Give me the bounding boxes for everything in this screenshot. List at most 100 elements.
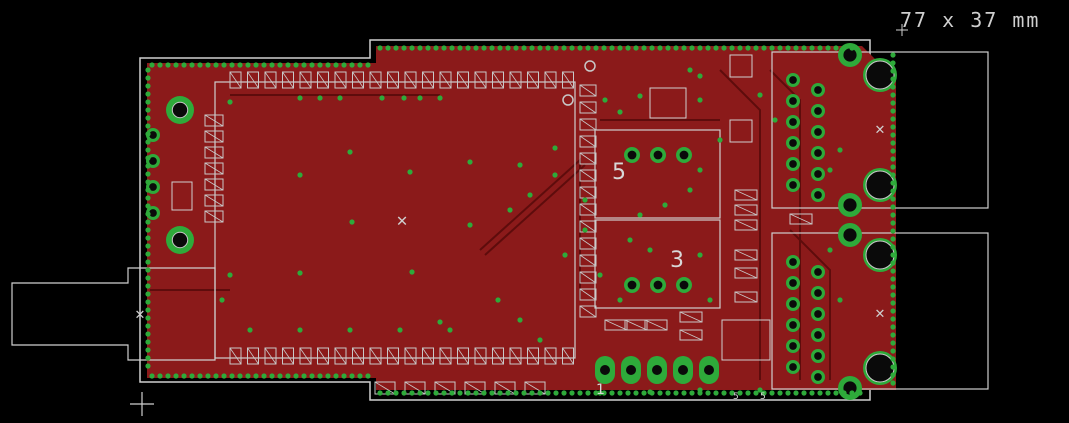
via [641, 390, 647, 396]
smd-pad [734, 219, 758, 231]
smd-pad [457, 347, 469, 365]
via [145, 179, 151, 185]
smd-pad [734, 267, 758, 279]
smd-pad [299, 347, 312, 365]
via [301, 62, 307, 68]
via [757, 92, 763, 98]
module-center-marker: ✕ [397, 210, 408, 231]
smd-pad [204, 194, 224, 207]
via [149, 62, 155, 68]
via [253, 373, 259, 379]
via [753, 390, 759, 396]
drill-hole [627, 280, 637, 290]
drill-hole [653, 280, 663, 290]
drill-hole [789, 160, 797, 168]
via [245, 373, 251, 379]
smd-pad [282, 71, 294, 89]
via [665, 45, 671, 51]
origin-cross-top [896, 24, 908, 36]
smd-pad-hatch [387, 347, 399, 365]
smd-pad [204, 162, 224, 175]
via [529, 45, 535, 51]
via [785, 390, 791, 396]
smd-pad [317, 71, 329, 89]
via [890, 356, 896, 362]
smd-pad [579, 169, 597, 182]
via [245, 62, 251, 68]
drill-hole [149, 209, 157, 217]
via [729, 45, 735, 51]
drill-hole [814, 352, 822, 360]
via [253, 62, 259, 68]
via [145, 187, 151, 193]
via [333, 62, 339, 68]
via [145, 75, 151, 81]
via [697, 45, 703, 51]
smd-pad-hatch [562, 347, 574, 365]
via [297, 327, 303, 333]
via [145, 243, 151, 249]
via [407, 169, 413, 175]
drill-hole-ring [171, 231, 189, 249]
via [349, 373, 355, 379]
via [890, 100, 896, 106]
via [601, 390, 607, 396]
via [681, 45, 687, 51]
via [409, 269, 415, 275]
via [433, 390, 439, 396]
smd-pad-hatch [374, 381, 396, 395]
smd-pad [579, 271, 597, 284]
through-hole-layer [146, 43, 897, 400]
smd-pad [474, 71, 487, 89]
drill-hole [843, 198, 857, 212]
via [219, 297, 225, 303]
via [673, 45, 679, 51]
via [357, 373, 363, 379]
via [705, 45, 711, 51]
drill-hole [789, 258, 797, 266]
via [890, 292, 896, 298]
via [377, 45, 383, 51]
smd-pad-hatch [439, 71, 452, 89]
via [145, 83, 151, 89]
via [397, 327, 403, 333]
smd-pad-hatch [334, 71, 347, 89]
via [145, 99, 151, 105]
via [205, 373, 211, 379]
via [401, 95, 407, 101]
via [145, 315, 151, 321]
via [577, 390, 583, 396]
smd-pad [204, 130, 224, 143]
via [825, 390, 831, 396]
via [753, 45, 759, 51]
via [841, 390, 847, 396]
via [817, 45, 823, 51]
drill-hole [149, 131, 157, 139]
via [757, 387, 763, 393]
smd-pad [492, 71, 504, 89]
via [617, 109, 623, 115]
smd-pad-hatch [544, 71, 557, 89]
smd-pad-hatch [579, 288, 597, 301]
via [637, 93, 643, 99]
via [687, 67, 693, 73]
via [145, 339, 151, 345]
via [309, 373, 315, 379]
copper-pour [147, 46, 896, 390]
smd-pad-hatch [334, 347, 347, 365]
smd-pad [579, 237, 597, 250]
via [809, 45, 815, 51]
smd-pad [247, 347, 259, 365]
via [347, 327, 353, 333]
drill-hole [149, 183, 157, 191]
smd-pad-hatch [562, 71, 574, 89]
smd-pad-hatch [317, 347, 329, 365]
via [145, 163, 151, 169]
smd-pad [352, 71, 364, 89]
via [145, 227, 151, 233]
via [552, 172, 558, 178]
smd-pad-hatch [579, 101, 597, 114]
via [341, 373, 347, 379]
drill-hole [814, 86, 822, 94]
drill-hole [814, 289, 822, 297]
